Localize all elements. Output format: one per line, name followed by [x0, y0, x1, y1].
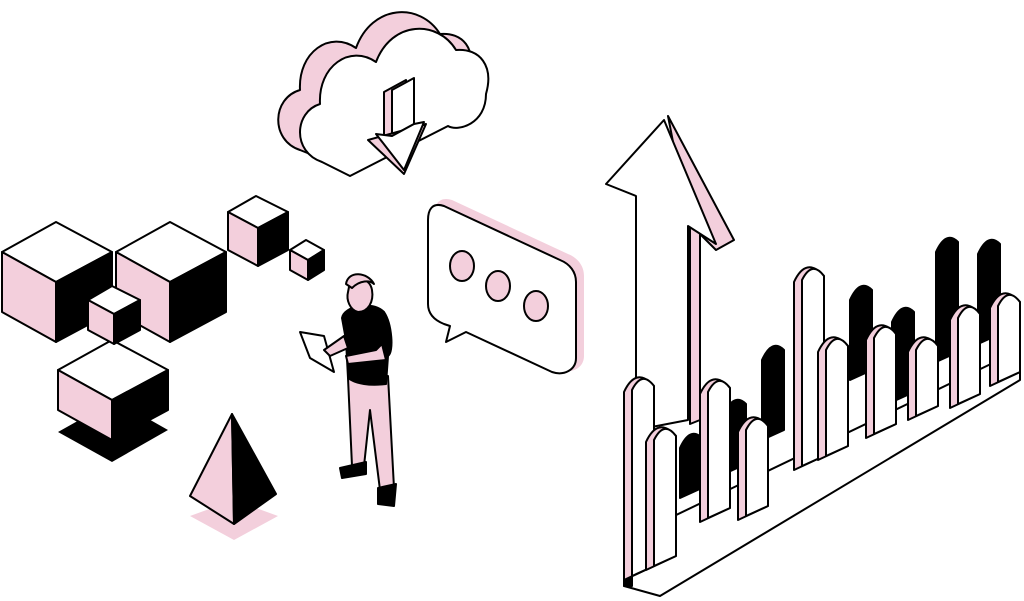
cloud-download-icon — [277, 11, 490, 177]
chat-dot-3 — [523, 290, 549, 322]
cube-bottom — [57, 339, 169, 441]
cube-cluster — [1, 195, 325, 462]
chat-dot-1 — [449, 250, 475, 282]
up-arrow-icon — [605, 115, 735, 431]
pyramid — [189, 413, 278, 540]
cube-small-center — [87, 285, 141, 345]
person-with-tablet — [299, 273, 397, 507]
cube-tiny — [289, 239, 325, 281]
bar-graph-wave — [623, 236, 1021, 597]
cube-floating — [227, 195, 289, 267]
chat-dot-2 — [485, 270, 511, 302]
chat-bubble-icon — [427, 198, 584, 375]
